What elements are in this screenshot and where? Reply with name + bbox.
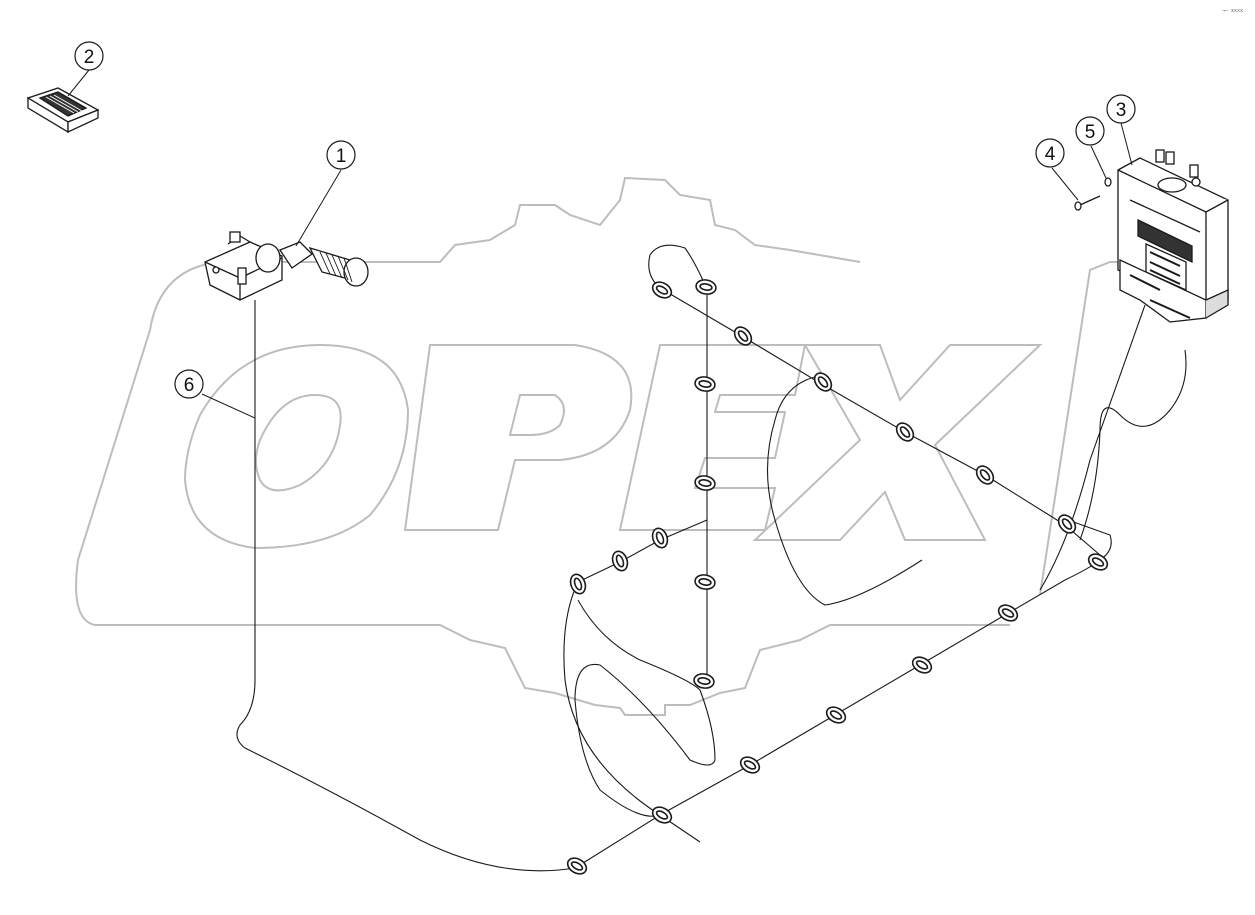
- callout-number-5: 5: [1085, 122, 1096, 143]
- clip-icon: [651, 281, 673, 299]
- clip-icon: [693, 673, 715, 689]
- clip-icon: [739, 756, 761, 774]
- callout-number-3: 3: [1116, 100, 1127, 121]
- clip-icon: [651, 527, 669, 549]
- callout-number-2: 2: [84, 47, 95, 68]
- leader-lines: [67, 69, 1133, 419]
- clip-icon: [611, 550, 629, 572]
- control-switch-icon: [204, 231, 369, 301]
- clip-icon: [733, 326, 753, 346]
- callout-6: 6: [174, 369, 204, 399]
- clip-icon: [651, 806, 673, 824]
- callout-number-6: 6: [184, 375, 195, 396]
- clip-icon: [569, 573, 587, 595]
- callout-2: 2: [74, 41, 104, 71]
- clip-icon: [694, 475, 716, 491]
- control-unit-icon: [1117, 149, 1229, 323]
- clip-icon: [694, 574, 716, 590]
- callout-3: 3: [1106, 94, 1136, 124]
- corner-mark: →— xxxx: [1222, 8, 1243, 14]
- clip-icon: [975, 465, 995, 485]
- washer-icon: [1104, 177, 1112, 187]
- clip-icon: [566, 857, 588, 875]
- clip-icon: [911, 656, 933, 674]
- callout-1: 1: [326, 140, 356, 170]
- clip-icon: [1057, 514, 1077, 534]
- cover-pad-icon: [26, 87, 100, 134]
- callout-number-1: 1: [336, 146, 347, 167]
- harness-wires: [236, 244, 1187, 872]
- clip-icon: [1087, 553, 1109, 571]
- callout-5: 5: [1075, 116, 1105, 146]
- clip-icon: [813, 372, 833, 392]
- gear-watermark-icon: [75, 176, 1120, 716]
- watermark-text: [183, 343, 1043, 550]
- clip-icon: [997, 604, 1019, 622]
- clip-icon: [895, 422, 915, 442]
- clip-icon: [694, 376, 716, 392]
- clip-icon: [695, 279, 717, 295]
- callout-4: 4: [1035, 138, 1065, 168]
- clip-icon: [825, 706, 847, 724]
- harness-clips: [566, 279, 1109, 875]
- callout-number-4: 4: [1045, 144, 1056, 165]
- screw-icon: [1074, 195, 1101, 211]
